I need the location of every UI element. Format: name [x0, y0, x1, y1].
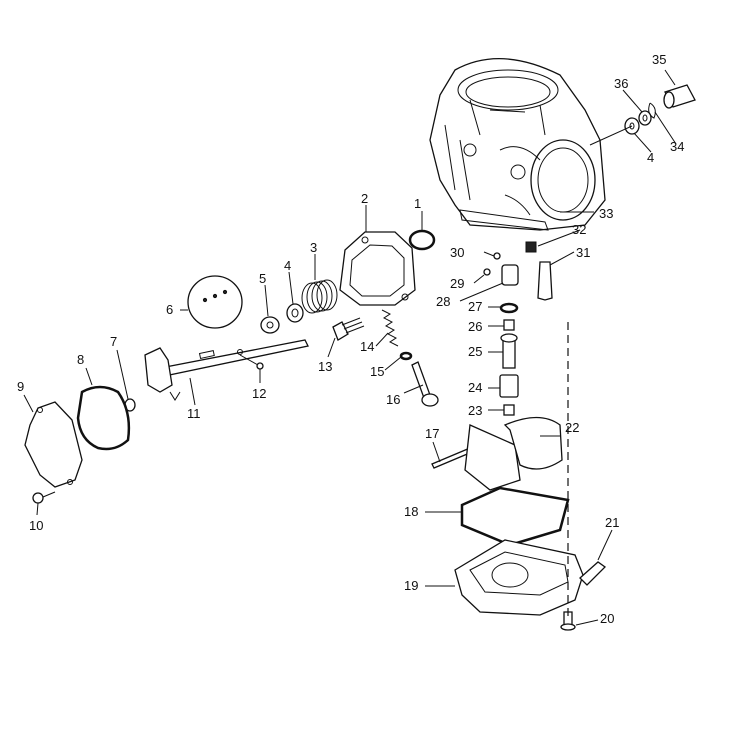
part-label-14: 14 — [360, 339, 374, 354]
part-label-26: 26 — [468, 319, 482, 334]
jet-part-25 — [500, 333, 518, 369]
fitting-part-28 — [501, 264, 519, 286]
part-label-2: 2 — [361, 191, 368, 206]
screw-part-16 — [411, 361, 439, 407]
screw-part-13 — [332, 317, 365, 341]
cover-plate-part-9 — [24, 401, 83, 488]
o-ring-part-15 — [399, 351, 413, 361]
part-label-23: 23 — [468, 403, 482, 418]
part-label-20: 20 — [600, 611, 614, 626]
o-ring-part-27 — [499, 302, 519, 314]
part-label-22: 22 — [565, 420, 579, 435]
part-label-4-right: 4 — [647, 150, 654, 165]
washer-part-36 — [638, 110, 652, 126]
carburetor-body-part — [429, 57, 606, 231]
part-label-1: 1 — [414, 196, 421, 211]
part-label-3: 3 — [310, 240, 317, 255]
fitting-part-32 — [525, 241, 537, 253]
part-label-15: 15 — [370, 364, 384, 379]
part-label-8: 8 — [77, 352, 84, 367]
part-label-18: 18 — [404, 504, 418, 519]
part-label-6: 6 — [166, 302, 173, 317]
cap-part-35 — [663, 84, 696, 109]
part-label-27: 27 — [468, 299, 482, 314]
part-label-29: 29 — [450, 276, 464, 291]
spring-part-3 — [301, 279, 338, 314]
part-label-28: 28 — [436, 294, 450, 309]
part-label-11: 11 — [187, 406, 201, 421]
part-label-21: 21 — [605, 515, 619, 530]
part-label-16: 16 — [386, 392, 400, 407]
screw-part-10 — [32, 491, 56, 504]
shaft-part-11 — [144, 339, 309, 401]
gasket-ring-part-8 — [76, 385, 131, 451]
o-ring-part-1 — [408, 229, 436, 251]
part-label-9: 9 — [17, 379, 24, 394]
leader-lines — [23, 69, 677, 626]
part-label-17: 17 — [425, 426, 439, 441]
screw-part-21 — [579, 561, 607, 586]
part-label-35: 35 — [652, 52, 666, 67]
jet-part-26 — [503, 319, 515, 331]
screw-part-20 — [560, 611, 576, 631]
screw-part-12 — [239, 354, 264, 370]
screw-part-29 — [483, 268, 491, 276]
part-label-34: 34 — [670, 139, 684, 154]
screw-part-30 — [493, 252, 501, 260]
float-part-22 — [464, 416, 563, 491]
float-bowl-part-19 — [454, 539, 584, 616]
part-label-4: 4 — [284, 258, 291, 273]
assembly-axis-right — [589, 125, 633, 146]
needle-jet-part-24 — [499, 374, 519, 398]
part-label-32: 32 — [572, 222, 586, 237]
washer-part-5 — [260, 316, 280, 334]
disc-part-6 — [187, 275, 243, 329]
spring-part-14 — [381, 309, 399, 347]
part-label-30: 30 — [450, 245, 464, 260]
part-label-12: 12 — [252, 386, 266, 401]
part-label-33: 33 — [599, 206, 613, 221]
part-label-10: 10 — [29, 518, 43, 533]
gasket-part-18 — [460, 486, 570, 547]
part-label-13: 13 — [318, 359, 332, 374]
part-label-7: 7 — [110, 334, 117, 349]
part-label-19: 19 — [404, 578, 418, 593]
washer-part-4 — [286, 303, 304, 323]
part-label-36: 36 — [614, 76, 628, 91]
part-label-25: 25 — [468, 344, 482, 359]
part-label-31: 31 — [576, 245, 590, 260]
part-label-5: 5 — [259, 271, 266, 286]
spring-clip-part-34 — [648, 102, 656, 119]
screw-part-31 — [537, 261, 553, 301]
jet-part-23 — [503, 404, 515, 416]
part-label-24: 24 — [468, 380, 482, 395]
cover-housing-part-2 — [339, 231, 416, 306]
